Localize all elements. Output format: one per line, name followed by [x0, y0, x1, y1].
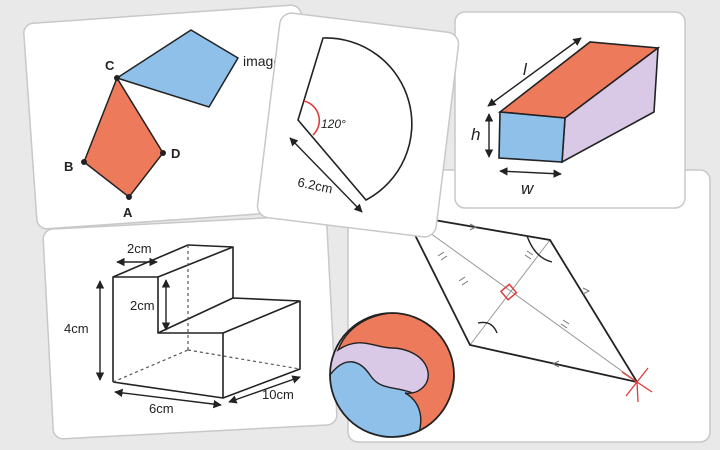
circle-outline	[329, 312, 455, 438]
sector-radius-arrow	[289, 137, 363, 213]
sector-angle-arc	[303, 100, 321, 136]
sector-angle-label: 120°	[321, 117, 346, 131]
vertex-a-label: A	[123, 205, 133, 220]
compass-arcs-icon	[621, 367, 653, 403]
cuboid-label-l: l	[523, 60, 528, 79]
dim-arrow-depth	[228, 375, 301, 404]
card-reflection: image C B D A	[23, 4, 315, 230]
sector-radius-label: 6.2cm	[296, 174, 334, 196]
prism-label-length: 6cm	[149, 401, 174, 416]
card-sector: 120° 6.2cm	[256, 12, 460, 238]
right-angle-marker	[499, 283, 518, 301]
vertex-b-label: B	[64, 159, 73, 174]
circle-pattern	[329, 312, 455, 438]
image-label: image	[243, 53, 281, 69]
kite-construction-lines	[404, 214, 638, 383]
prism-label-step: 2cm	[130, 298, 155, 313]
kite-angle-marks	[477, 235, 553, 334]
sector-shape	[297, 37, 413, 202]
cuboid-front-face	[498, 111, 566, 163]
prism-label-depth: 10cm	[262, 387, 294, 402]
cuboid-label-w: w	[521, 179, 535, 198]
image-quadrilateral	[115, 29, 240, 108]
card-cuboid: l h w	[454, 11, 686, 209]
kite-tick-marks	[437, 223, 591, 368]
prism-hidden-edges	[112, 245, 301, 383]
cuboid-width-arrow	[499, 167, 562, 178]
cuboid-label-h: h	[471, 125, 480, 144]
cuboid-length-arrow	[487, 37, 582, 107]
vertex-d-label: D	[171, 146, 180, 161]
vertex-c-label: C	[105, 58, 115, 73]
vertex-dots	[81, 75, 166, 200]
dim-arrow-length	[114, 388, 222, 409]
prism-label-top: 2cm	[127, 241, 152, 256]
prism-label-height: 4cm	[64, 321, 89, 336]
card-prism: 2cm 2cm 4cm 6cm 10cm	[42, 214, 338, 440]
